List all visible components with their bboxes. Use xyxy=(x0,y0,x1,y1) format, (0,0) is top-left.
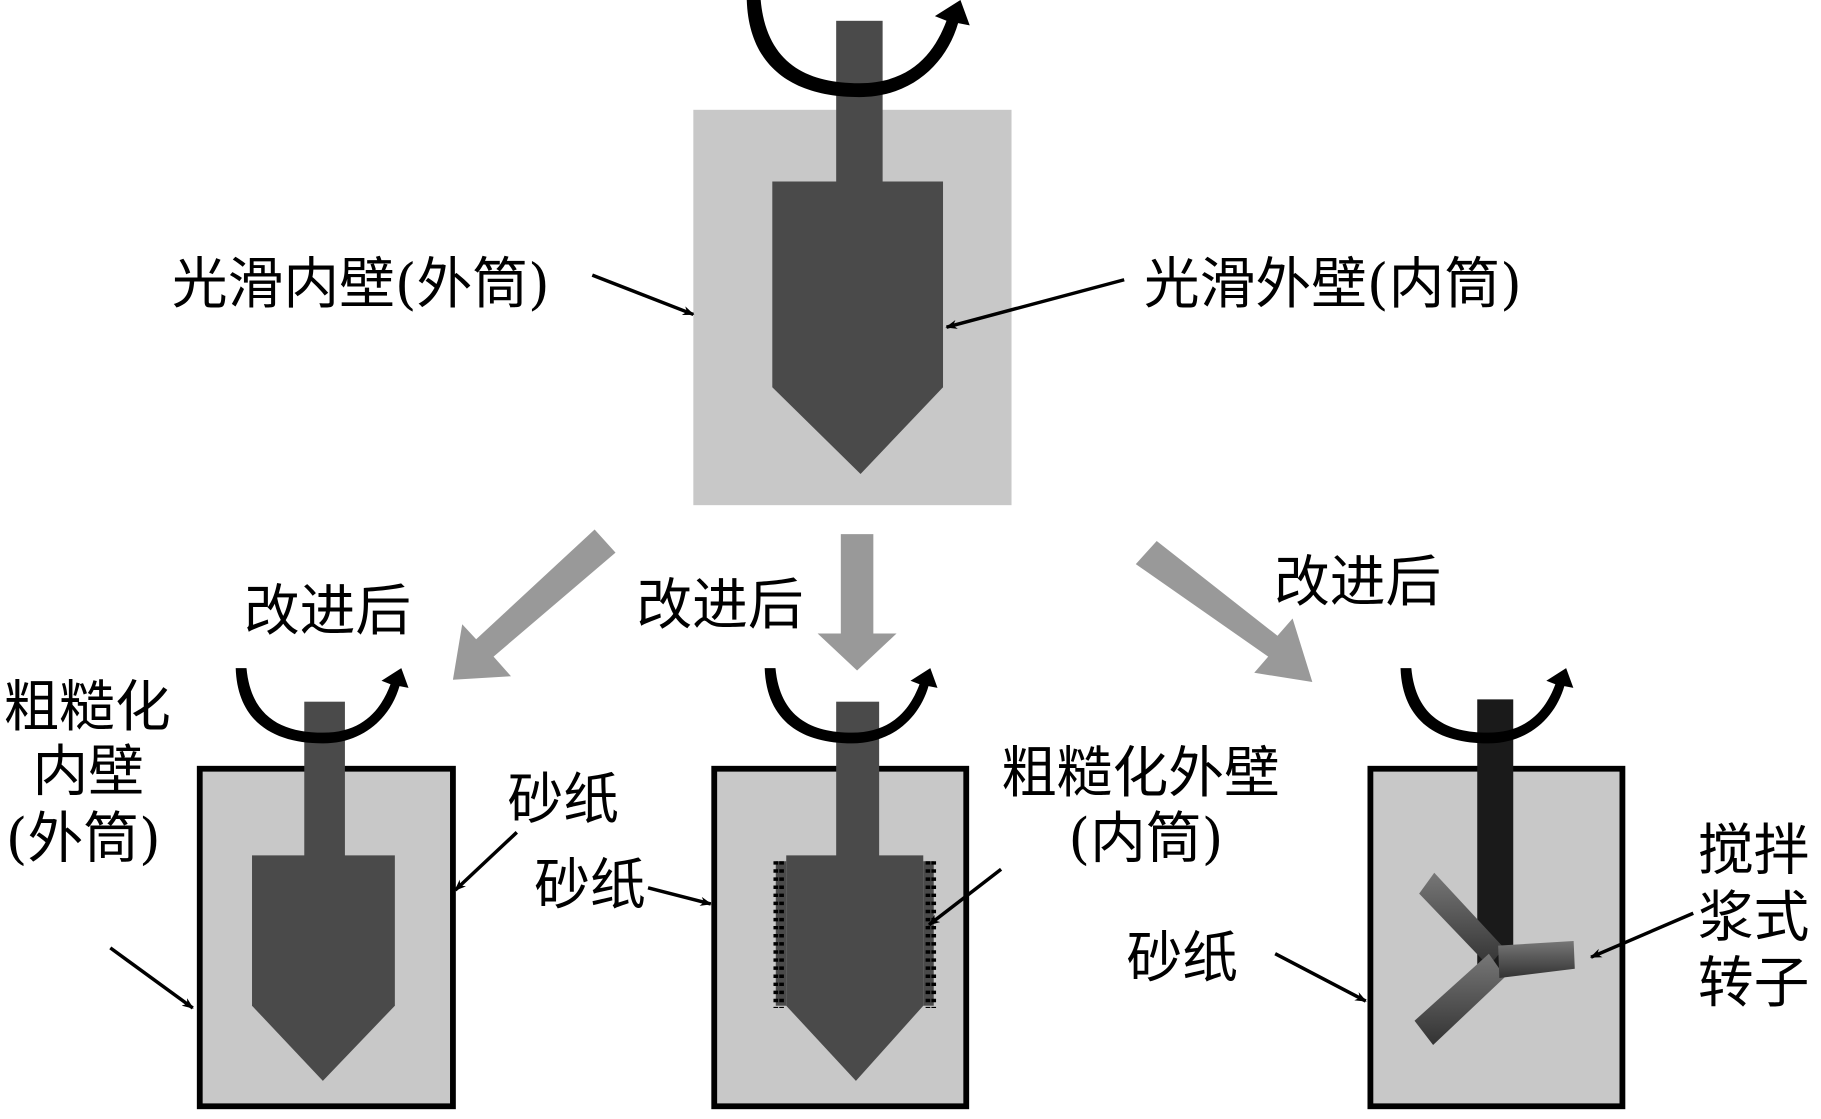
smooth-inner-wall-label: 光滑内壁(外筒) xyxy=(172,252,550,317)
middle-label-line: (内筒) xyxy=(1068,807,1223,872)
improvement-arrows xyxy=(452,529,1313,683)
right-apparatus: 砂纸 搅拌 浆式 转子 xyxy=(1127,668,1809,1110)
pointer-arrow xyxy=(928,867,1003,927)
rough-texture xyxy=(773,861,937,1009)
smooth-outer-wall-label: 光滑外壁(内筒) xyxy=(1144,252,1522,317)
pointer-arrow xyxy=(109,946,194,1010)
sandpaper-strip-right xyxy=(923,861,934,1006)
sandpaper-label: 砂纸 xyxy=(1127,926,1238,991)
pointer-arrow xyxy=(454,831,518,892)
shaft xyxy=(304,701,345,858)
pointer-arrow xyxy=(1274,952,1367,1003)
rotor-label-line: 搅拌 xyxy=(1698,818,1809,883)
improved-label-right: 改进后 xyxy=(1274,550,1441,615)
sandpaper-label: 砂纸 xyxy=(508,768,619,833)
inner-cylinder xyxy=(772,181,944,474)
sandpaper-label: 砂纸 xyxy=(534,853,645,918)
rotor-label-line: 浆式 xyxy=(1698,885,1809,950)
flow-arrow-right xyxy=(1135,541,1313,683)
flow-arrow-middle xyxy=(817,534,897,671)
pointer-arrow xyxy=(591,273,695,317)
inner-cylinder xyxy=(252,855,395,1081)
top-apparatus: 光滑内壁(外筒) 光滑外壁(内筒) xyxy=(172,0,1522,506)
shaft xyxy=(836,20,883,185)
shaft xyxy=(836,701,880,858)
flow-arrow-left xyxy=(452,529,616,680)
pointer-arrow xyxy=(945,278,1125,329)
left-label-line: 粗糙化 xyxy=(3,675,170,740)
sandpaper-strip-left xyxy=(775,861,787,1006)
pointer-arrow xyxy=(647,886,712,906)
left-label-line: 内壁 xyxy=(33,740,144,805)
improved-label-middle: 改进后 xyxy=(636,573,803,638)
rotor-label-line: 转子 xyxy=(1698,951,1809,1016)
roughened-inner-cylinder xyxy=(786,855,924,1081)
left-apparatus: 粗糙化 内壁 (外筒) 砂纸 xyxy=(3,668,619,1110)
middle-label-line: 粗糙化外壁 xyxy=(1001,741,1280,806)
paddle-rotor xyxy=(1414,872,1575,1046)
left-label-line: (外筒) xyxy=(6,807,161,872)
middle-apparatus: 砂纸 粗糙化外壁 (内筒) xyxy=(534,668,1280,1110)
pointer-arrow xyxy=(1589,911,1694,959)
improved-label-left: 改进后 xyxy=(244,579,411,644)
